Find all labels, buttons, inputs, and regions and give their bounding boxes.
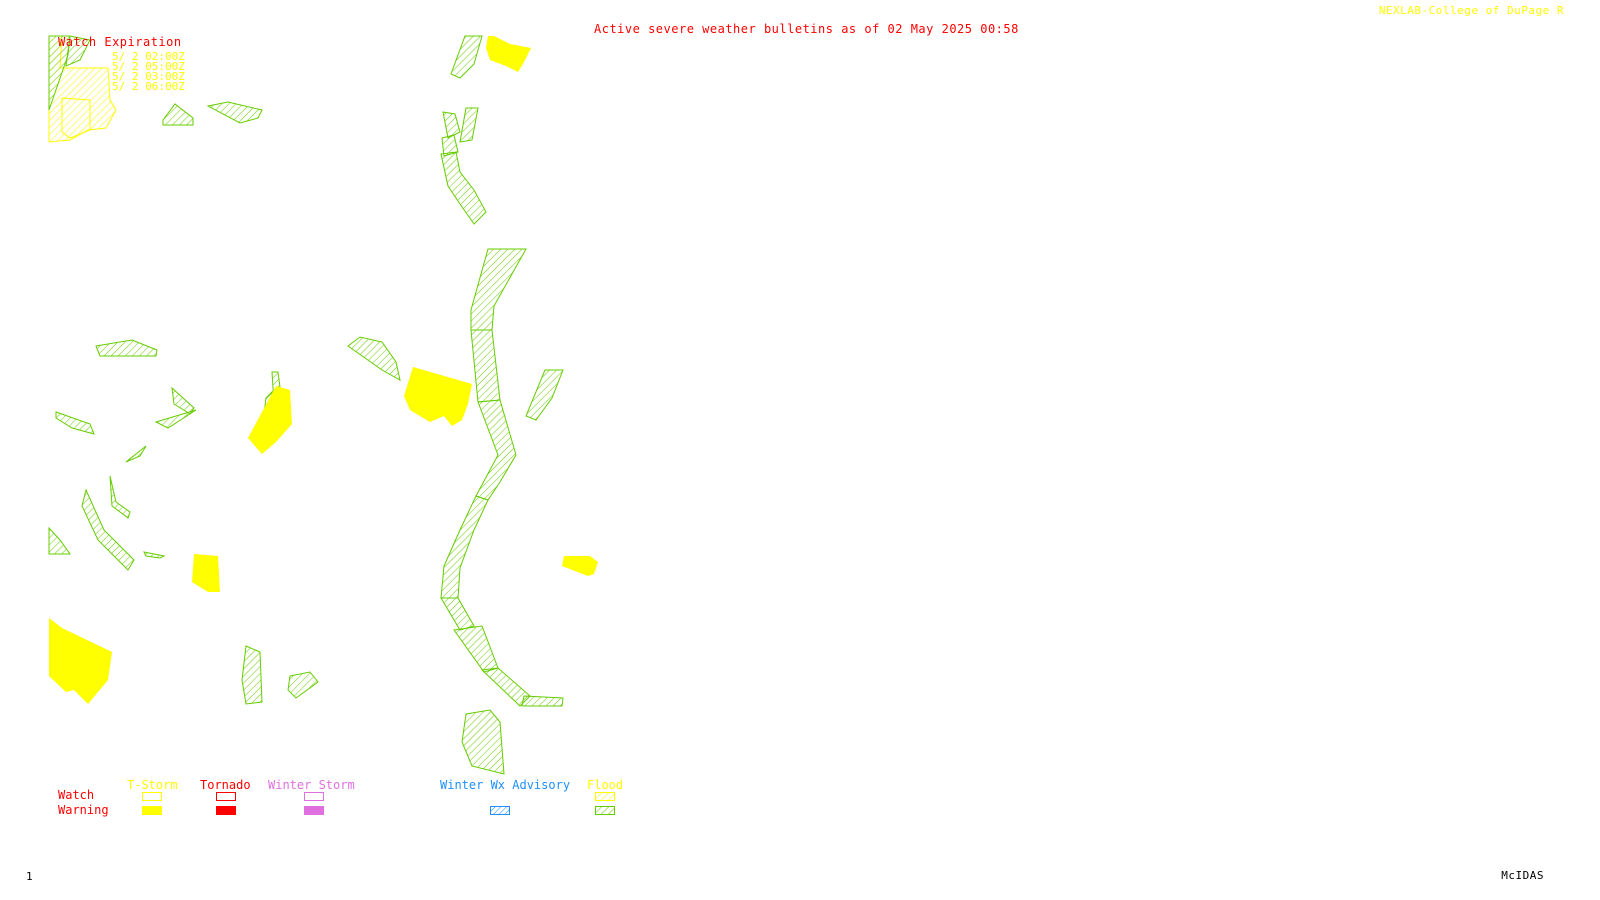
tstorm-warning-area: [562, 556, 598, 576]
flood-warning-area: [440, 151, 487, 225]
flood-warning-area: [48, 526, 71, 555]
winter-storm-watch-swatch: [304, 792, 324, 801]
watch-expiration-entry: 5/ 2 05:00Z: [112, 60, 185, 73]
tornado-warning-swatch: [216, 806, 236, 815]
watch-expiration-entry: 5/ 2 02:00Z: [112, 50, 185, 63]
legend-tstorm-label: T-Storm: [127, 778, 178, 792]
flood-warning-area: [95, 339, 158, 357]
flood-warning-swatch: [595, 806, 615, 815]
flood-warning-area: [470, 329, 501, 403]
flood-warning-area: [125, 445, 147, 463]
flood-warning-area: [81, 488, 135, 571]
flood-watch-area: [61, 97, 91, 139]
software-label: McIDAS: [1501, 869, 1544, 882]
flood-warning-area: [287, 671, 319, 699]
flood-warning-area: [241, 645, 263, 705]
flood-warning-area: [459, 107, 479, 143]
flood-warning-area: [442, 111, 461, 139]
tstorm-watch-swatch: [142, 792, 162, 801]
flood-warning-area: [65, 35, 91, 67]
thunderstorm-warning-areas: [49, 36, 598, 704]
credit-label: NEXLAB-College of DuPage R: [1378, 4, 1564, 17]
flood-warning-area: [461, 709, 505, 775]
flood-warning-area: [162, 103, 194, 126]
flood-warning-area: [525, 369, 564, 421]
flood-warning-area: [206, 101, 263, 124]
tstorm-warning-swatch: [142, 806, 162, 815]
legend-winter-storm-label: Winter Storm: [268, 778, 355, 792]
frame-number: 1: [26, 870, 34, 883]
flood-warning-area: [55, 411, 95, 435]
legend-warning-row-label: Warning: [58, 803, 109, 817]
legend-winter-advisory-label: Winter Wx Advisory: [440, 778, 571, 792]
tstorm-warning-area: [404, 367, 472, 426]
tstorm-warning-area: [486, 36, 531, 72]
flood-warning-area: [453, 625, 499, 673]
flood-warning-area: [171, 386, 195, 415]
flood-warning-area: [440, 597, 475, 631]
flood-warning-area: [143, 551, 166, 559]
legend-flood-label: Flood: [587, 778, 624, 792]
flood-watch-swatch: [595, 792, 615, 801]
bulletin-title: Active severe weather bulletins as of 02…: [594, 22, 1019, 36]
winter-advisory-swatch: [490, 806, 510, 815]
legend-watch-row-label: Watch: [58, 788, 95, 802]
watch-expiration-list: 5/ 2 02:00Z 5/ 2 05:00Z 5/ 2 03:00Z 5/ 2…: [112, 50, 185, 93]
flood-warning-area: [470, 248, 527, 331]
flood-warning-areas: [48, 35, 564, 775]
watch-expiration-entry: 5/ 2 03:00Z: [112, 70, 185, 83]
legend-tornado-label: Tornado: [200, 778, 251, 792]
flood-warning-area: [109, 475, 131, 519]
tstorm-warning-area: [192, 554, 220, 592]
watch-expiration-entry: 5/ 2 06:00Z: [112, 80, 185, 93]
flood-warning-area: [521, 695, 564, 707]
flood-warning-area: [347, 336, 401, 381]
flood-warning-area: [475, 399, 517, 501]
flood-warning-area: [441, 134, 459, 157]
flood-warning-area: [154, 409, 197, 429]
watch-expiration-label: Watch Expiration: [58, 35, 182, 49]
tstorm-warning-area: [49, 618, 112, 704]
tstorm-warning-area: [248, 386, 292, 454]
flood-warning-area: [440, 495, 489, 599]
tornado-watch-swatch: [216, 792, 236, 801]
winter-storm-warning-swatch: [304, 806, 324, 815]
flood-warning-area: [450, 35, 483, 79]
